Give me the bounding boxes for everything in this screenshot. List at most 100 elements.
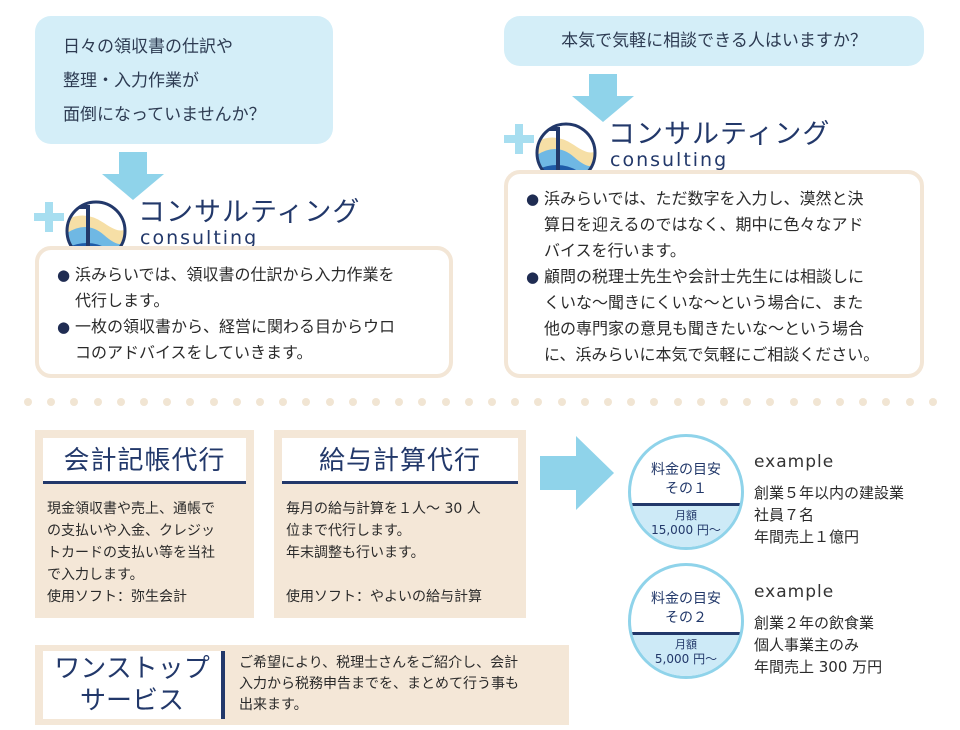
divider-dot xyxy=(812,398,821,406)
service-description: 現金領収書や売上、通帳で の支払いや入金、クレジッ トカードの支払い等を当社 で… xyxy=(47,498,244,608)
brand-title-en: consulting xyxy=(140,227,259,249)
onestop-desc-line: 出来ます。 xyxy=(239,697,308,713)
service-line: 毎月の給与計算を１人〜 30 人 xyxy=(286,501,481,517)
example-line: 創業５年以内の建設業 xyxy=(754,484,905,502)
example-lines: 創業５年以内の建設業 社員７名 年間売上１億円 xyxy=(754,482,904,548)
price-circle-2: 料金の目安 その２ 月額 5,000 円〜 xyxy=(628,563,744,679)
example-line: 社員７名 xyxy=(754,506,815,524)
divider-dot xyxy=(140,398,148,406)
consulting-card-right: ● 浜みらいでは、ただ数字を入力し、漠然と決 算日を迎えるのではなく、期中に色々… xyxy=(504,170,924,378)
example-block-1: example 創業５年以内の建設業 社員７名 年間売上１億円 xyxy=(754,451,904,548)
plus-icon xyxy=(504,124,534,154)
brand-consulting-left: コンサルティング consulting xyxy=(138,197,361,249)
bullet-line: 算日を迎えるのではなく、期中に色々なアド xyxy=(544,215,864,234)
divider-dot xyxy=(720,398,728,406)
price-value: 15,000 円〜 xyxy=(651,523,721,537)
divider-dot xyxy=(464,398,473,406)
onestop-title-line: ワンストップ xyxy=(54,654,210,684)
price-value: 5,000 円〜 xyxy=(654,652,718,666)
example-label: example xyxy=(754,452,835,472)
service-title-box: 給与計算代行 xyxy=(282,438,518,484)
bullet-item: ● 一枚の領収書から、経営に関わる目からウロ コのアドバイスをしていきます。 xyxy=(57,314,449,366)
divider-dot xyxy=(163,398,172,406)
service-title: 会計記帳代行 xyxy=(63,446,226,476)
service-line: 位まで代行します。 xyxy=(286,523,411,539)
service-line: トカードの支払い等を当社 xyxy=(47,545,215,561)
divider-dot xyxy=(743,398,752,406)
onestop-service: ワンストップ サービス ご希望により、税理士さんをご紹介し、会計 入力から税務申… xyxy=(35,645,569,725)
question-line: 整理・入力作業が xyxy=(63,71,199,91)
example-line: 年間売上１億円 xyxy=(754,528,860,546)
divider-dot xyxy=(789,398,798,406)
bullet-dot-icon: ● xyxy=(526,268,540,286)
service-card-bookkeeping: 会計記帳代行 現金領収書や売上、通帳で の支払いや入金、クレジッ トカードの支払… xyxy=(35,430,254,618)
divider-dot xyxy=(836,398,844,406)
bullet-line: 浜みらいでは、ただ数字を入力し、漠然と決 xyxy=(544,189,864,208)
bullet-line: 浜みらいでは、領収書の仕訳から入力作業を xyxy=(75,265,395,284)
consulting-card-left: ● 浜みらいでは、領収書の仕訳から入力作業を 代行します。 ● 一枚の領収書から… xyxy=(35,246,453,378)
right-arrow-icon xyxy=(540,436,614,510)
onestop-desc-line: 入力から税務申告までを、まとめて行う事も xyxy=(239,676,519,692)
bullet-line: 代行します。 xyxy=(75,291,170,310)
example-line: 年間売上 300 万円 xyxy=(754,658,883,676)
bullet-item: ● 浜みらいでは、ただ数字を入力し、漠然と決 算日を迎えるのではなく、期中に色々… xyxy=(526,186,920,264)
down-arrow-icon xyxy=(572,74,634,122)
price-title-line: その１ xyxy=(665,481,707,497)
bullet-dot-icon: ● xyxy=(526,190,540,208)
example-block-2: example 創業２年の飲食業 個人事業主のみ 年間売上 300 万円 xyxy=(754,581,882,678)
divider-dot xyxy=(534,398,543,406)
divider-dot xyxy=(47,398,56,406)
divider-dot xyxy=(186,398,195,406)
divider-dot xyxy=(279,398,288,406)
service-line: の支払いや入金、クレジッ xyxy=(47,523,215,539)
bullet-line: バイスを行います。 xyxy=(544,241,686,260)
example-line: 個人事業主のみ xyxy=(754,636,860,654)
example-lines: 創業２年の飲食業 個人事業主のみ 年間売上 300 万円 xyxy=(754,612,882,678)
service-line: 年末調整も行います。 xyxy=(286,545,425,561)
divider-dot xyxy=(395,398,404,406)
divider-dot xyxy=(488,398,496,406)
service-line: 使用ソフト：弥生会計 xyxy=(47,589,187,605)
brand-title-jp: コンサルティング xyxy=(138,197,361,228)
price-divider xyxy=(631,632,741,635)
service-line: で入力します。 xyxy=(47,567,144,583)
price-title: 料金の目安 その２ xyxy=(631,590,741,628)
price-title: 料金の目安 その１ xyxy=(631,461,741,499)
question-bubble-right: 本気で気軽に相談できる人はいますか？ xyxy=(504,16,924,66)
price-title-line: 料金の目安 xyxy=(651,462,721,478)
bullet-line: 他の専門家の意見も聞きたいな〜という場合 xyxy=(544,319,865,338)
price-title-line: その２ xyxy=(665,610,707,626)
question-line: 本気で気軽に相談できる人はいますか？ xyxy=(561,31,867,51)
divider-dot xyxy=(859,398,868,406)
price-title-line: 料金の目安 xyxy=(651,591,721,607)
bullet-line: コのアドバイスをしていきます。 xyxy=(75,343,313,362)
bullet-line: に、浜みらいに本気で気軽にご相談ください。 xyxy=(544,345,880,364)
divider-dot xyxy=(766,398,775,406)
bullet-dot-icon: ● xyxy=(57,266,71,284)
divider-dot xyxy=(209,398,218,406)
onestop-description: ご希望により、税理士さんをご紹介し、会計 入力から税務申告までを、まとめて行う事… xyxy=(239,653,559,716)
onestop-title: ワンストップ サービス xyxy=(43,651,225,719)
divider-dot xyxy=(627,398,636,406)
divider-dot xyxy=(928,398,937,406)
divider-dot xyxy=(24,398,32,406)
divider-dot xyxy=(882,398,891,406)
divider-dot xyxy=(70,398,79,406)
service-line xyxy=(286,564,516,586)
price-bottom-fill xyxy=(631,635,741,676)
divider-dot xyxy=(441,398,450,406)
bullet-line: 顧問の税理士先生や会計士先生には相談しに xyxy=(544,267,865,286)
service-line: 現金領収書や売上、通帳で xyxy=(47,501,215,517)
price-bottom-fill xyxy=(631,506,741,547)
divider-dot xyxy=(604,398,612,406)
price-divider xyxy=(631,503,741,506)
divider-dot xyxy=(905,398,914,406)
divider-dot xyxy=(348,398,357,406)
dotted-divider xyxy=(20,398,937,410)
divider-dot xyxy=(418,398,427,406)
bullet-line: 一枚の領収書から、経営に関わる目からウロ xyxy=(75,317,396,336)
question-line: 面倒になっていませんか？ xyxy=(63,105,266,125)
bullet-dot-icon: ● xyxy=(57,318,71,336)
monthly-label: 月額 xyxy=(675,509,697,522)
example-label: example xyxy=(754,582,835,602)
